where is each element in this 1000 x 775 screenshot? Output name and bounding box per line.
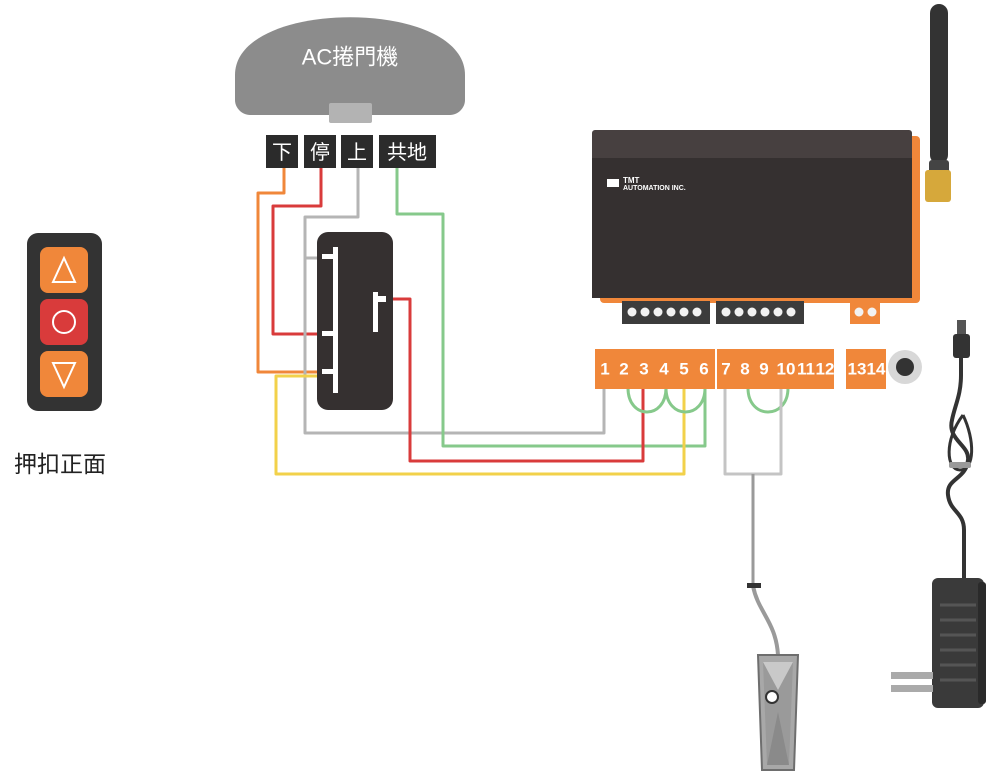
adapter-prong-bottom xyxy=(891,685,933,692)
adapter-plug-tip xyxy=(957,320,966,336)
brand-line1: TMT xyxy=(623,176,640,185)
adapter-brick xyxy=(932,578,984,708)
brand-logo-mark xyxy=(607,179,619,187)
sensor-cable-bend xyxy=(751,585,780,656)
keypad-up-button[interactable] xyxy=(40,247,88,293)
wire-red-stop xyxy=(271,168,330,336)
switch-tab-mid xyxy=(322,331,333,336)
screw-block-3 xyxy=(850,301,880,324)
wire-green-common xyxy=(395,168,707,448)
brand-line2: AUTOMATION INC. xyxy=(623,185,686,192)
terminal-down-label: 下 xyxy=(272,140,292,164)
controller-body xyxy=(592,158,912,298)
sensor-facet-bottom xyxy=(767,712,789,765)
switch-box xyxy=(317,232,393,410)
switch-tab-top xyxy=(322,254,333,259)
up-triangle-icon xyxy=(51,255,77,283)
adapter-cable xyxy=(945,358,971,582)
keypad-stop-button[interactable] xyxy=(40,299,88,345)
adapter-brick-edge xyxy=(978,582,986,704)
terminal-number-3: 3 xyxy=(639,360,648,379)
terminal-number-5: 5 xyxy=(679,360,688,379)
terminal-number-14: 14 xyxy=(867,360,886,379)
opener-body xyxy=(235,17,465,115)
switch-common-bar xyxy=(333,247,338,393)
adapter-plug xyxy=(953,334,970,358)
screw-block-2 xyxy=(716,301,804,324)
terminal-number-11: 11 xyxy=(797,360,815,379)
keypad: 押扣正面 xyxy=(14,233,106,478)
sensor-hole xyxy=(765,690,779,704)
terminal-stop-box xyxy=(304,135,336,168)
controller: TMT AUTOMATION INC. xyxy=(592,4,951,324)
terminal-strip-1-6 xyxy=(595,349,715,389)
switch-tab-low xyxy=(322,369,333,374)
ac-opener: AC捲門機 xyxy=(235,17,465,123)
down-triangle-icon xyxy=(51,362,77,390)
opener-terminals: 下 停 上 共地 xyxy=(266,135,436,168)
power-adapter xyxy=(891,320,986,708)
power-jack xyxy=(888,350,922,384)
terminal-down-box xyxy=(266,135,298,168)
sensor-wire-box xyxy=(723,388,783,476)
terminal-number-6: 6 xyxy=(699,360,708,379)
terminal-number-9: 9 xyxy=(759,360,768,379)
terminal-strip-7-12 xyxy=(717,349,834,389)
wire-yellow xyxy=(274,374,686,476)
adapter-prong-top xyxy=(891,672,933,679)
antenna-base xyxy=(925,170,951,202)
adapter-tie xyxy=(949,462,971,468)
controller-top-rim xyxy=(592,130,912,162)
wires xyxy=(256,168,790,588)
jumper-2-4 xyxy=(626,387,668,414)
brand-logo: TMT AUTOMATION INC. xyxy=(607,176,686,192)
sensor-cable-ring xyxy=(747,583,761,588)
terminal-number-4: 4 xyxy=(659,360,669,379)
terminal-up-box xyxy=(341,135,373,168)
jumper-4-6 xyxy=(664,387,707,414)
terminal-common-box xyxy=(379,135,436,168)
switch-contact xyxy=(373,292,378,332)
screw-block-1 xyxy=(622,301,710,324)
opener-connector xyxy=(329,103,372,123)
sensor-facet-top xyxy=(763,662,793,690)
wire-orange-down xyxy=(256,168,330,374)
sensor xyxy=(747,583,800,771)
opener-title: AC捲門機 xyxy=(302,45,399,70)
terminal-number-13: 13 xyxy=(848,360,867,379)
wire-red-button xyxy=(384,297,645,463)
terminal-number-10: 10 xyxy=(777,360,796,379)
switch-contact-tab xyxy=(378,296,386,302)
terminal-strip-13-14 xyxy=(846,349,886,389)
terminal-stop-label: 停 xyxy=(310,140,330,164)
terminal-number-1: 1 xyxy=(600,360,609,379)
terminal-number-8: 8 xyxy=(740,360,749,379)
adapter-cable-loop xyxy=(947,414,974,472)
terminal-number-2: 2 xyxy=(619,360,628,379)
stop-circle-icon xyxy=(52,310,76,334)
jumper-7-9 xyxy=(746,387,790,414)
antenna-shaft xyxy=(930,4,948,164)
terminal-number-7: 7 xyxy=(721,360,730,379)
terminal-common-label: 共地 xyxy=(387,140,427,164)
keypad-caption: 押扣正面 xyxy=(14,452,106,478)
terminal-number-12: 12 xyxy=(816,360,835,379)
terminal-up-label: 上 xyxy=(347,140,367,164)
wire-grey-up xyxy=(303,168,606,435)
keypad-down-button[interactable] xyxy=(40,351,88,397)
